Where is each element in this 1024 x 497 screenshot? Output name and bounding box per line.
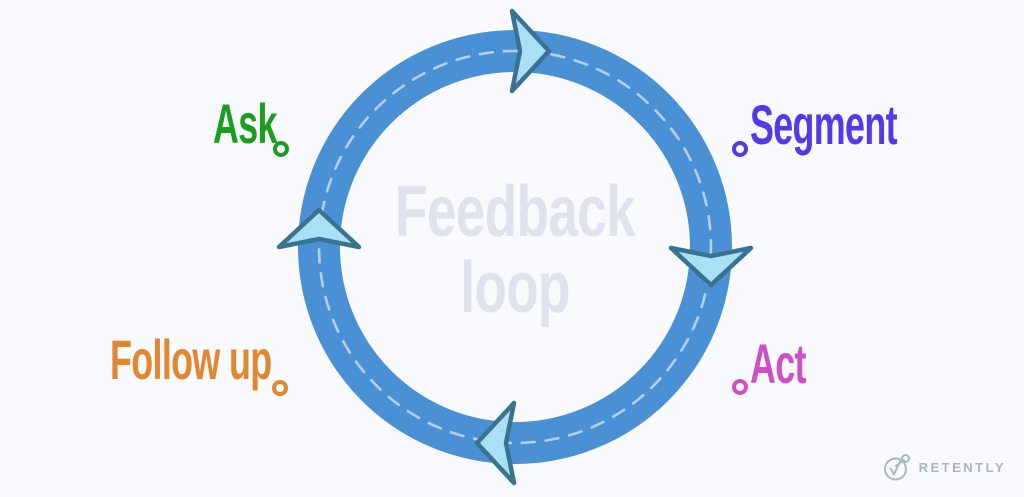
stage-marker-ask xyxy=(273,141,289,157)
arrow-left-icon xyxy=(276,207,362,250)
arrow-bottom-icon xyxy=(474,400,517,486)
brand-logo: RETENTLY xyxy=(882,451,1006,483)
retently-logo-icon xyxy=(883,454,910,481)
stage-label-act: Act xyxy=(750,332,806,395)
stage-marker-follow-up xyxy=(272,380,288,396)
diagram-title-line1: Feedback xyxy=(395,172,636,252)
arrow-right-icon xyxy=(668,245,754,288)
cycle-ring-dashed-line xyxy=(317,49,713,445)
stage-label-follow-up: Follow up xyxy=(110,328,272,391)
arrow-top-icon xyxy=(509,8,552,94)
stage-label-ask: Ask xyxy=(213,92,277,155)
stage-marker-segment xyxy=(732,141,748,157)
diagram-title: Feedback loop xyxy=(395,172,636,328)
stage-label-segment: Segment xyxy=(750,93,898,156)
brand-name: RETENTLY xyxy=(918,459,1006,475)
stage-marker-act xyxy=(732,379,748,395)
diagram-title-line2: loop xyxy=(460,248,570,328)
